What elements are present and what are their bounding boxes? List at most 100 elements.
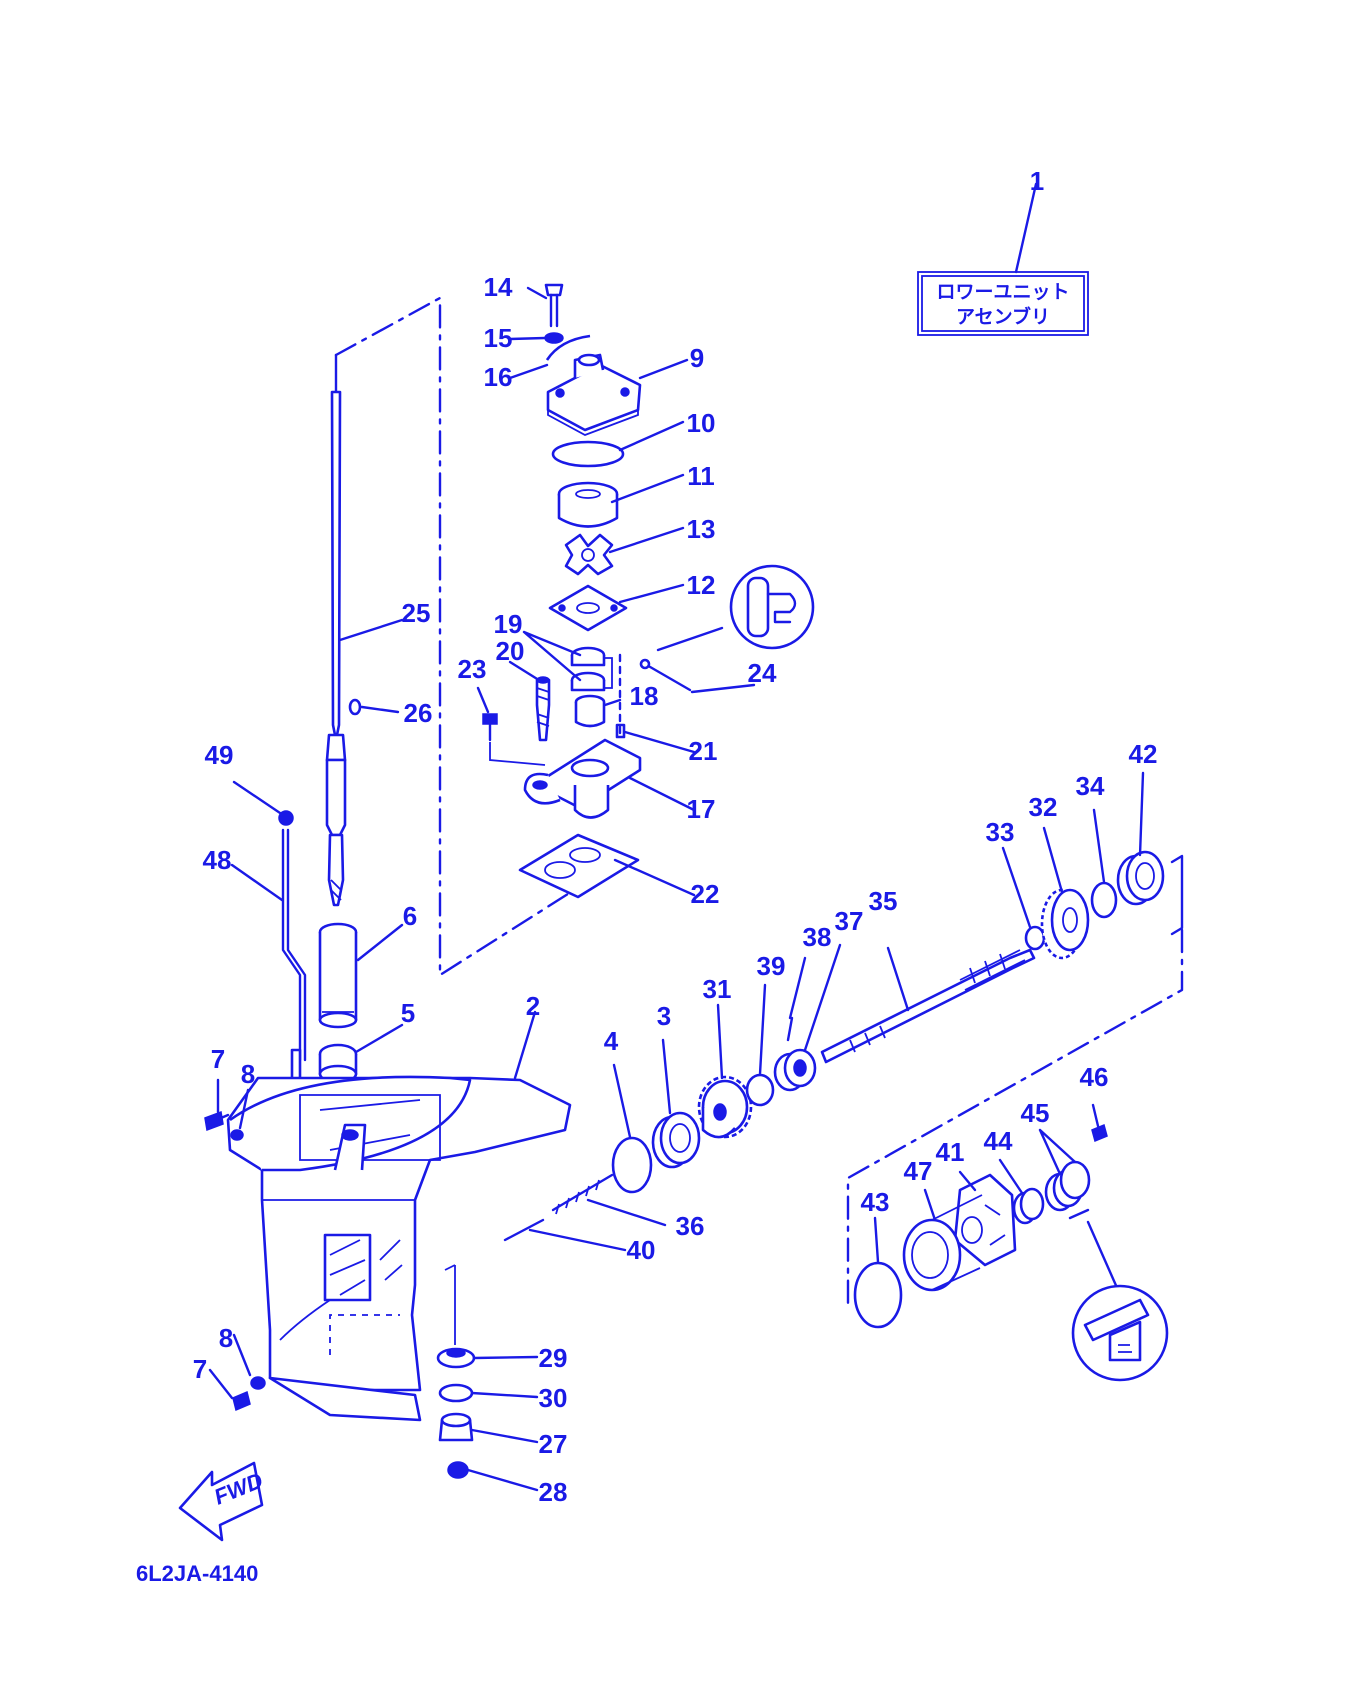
outer-plate-12[interactable]	[548, 584, 628, 632]
leader-lines	[208, 286, 1145, 1492]
callout-45: 45	[1021, 1098, 1050, 1128]
bushing-18[interactable]	[574, 694, 606, 728]
callout-30: 30	[539, 1383, 568, 1413]
bolt-7-upper[interactable]	[204, 1110, 230, 1132]
shim-34[interactable]	[1090, 881, 1118, 919]
shift-rod-guide-20[interactable]	[535, 676, 551, 742]
callout-42: 42	[1129, 739, 1158, 769]
callout-7-upper: 7	[211, 1044, 225, 1074]
callout-6: 6	[403, 901, 417, 931]
sleeve-6[interactable]	[318, 922, 358, 1029]
oil-seals-45[interactable]	[1044, 1160, 1091, 1220]
drive-shaft[interactable]	[325, 353, 347, 907]
callout-3: 3	[657, 1001, 671, 1031]
lower-casing-2[interactable]	[226, 1075, 572, 1422]
washer-8-upper[interactable]	[230, 1129, 244, 1141]
washer-30[interactable]	[438, 1383, 474, 1403]
washer-8-lower[interactable]	[250, 1376, 266, 1390]
callout-35: 35	[869, 886, 898, 916]
callout-41: 41	[936, 1137, 965, 1167]
insert-cartridge-11[interactable]	[557, 481, 619, 528]
callout-21: 21	[689, 736, 718, 766]
propeller-shaft-35[interactable]	[820, 948, 1036, 1064]
callout-32: 32	[1029, 792, 1058, 822]
upper-dash-frame	[334, 296, 592, 977]
o-ring-10[interactable]	[551, 440, 625, 468]
callout-33: 33	[986, 817, 1015, 847]
callout-18: 18	[630, 681, 659, 711]
assembly-box-line1: ロワーユニット	[936, 281, 1069, 303]
bolt-46[interactable]	[1091, 1123, 1108, 1143]
ring-39[interactable]	[745, 1073, 775, 1107]
tube-16[interactable]	[545, 334, 591, 361]
callout-39: 39	[757, 951, 786, 981]
seal-4[interactable]	[611, 1136, 653, 1194]
grommet-29[interactable]	[436, 1347, 476, 1369]
pin-38[interactable]	[786, 1016, 794, 1042]
o-ring-43[interactable]	[853, 1261, 903, 1329]
callout-44: 44	[984, 1126, 1013, 1156]
dog-clutch-37[interactable]	[773, 1048, 817, 1092]
callout-14: 14	[484, 272, 513, 302]
assembly-box-line2: アセンブリ	[956, 305, 1050, 328]
assembly-box[interactable]: ロワーユニット アセンブリ	[917, 182, 1089, 336]
nut-28[interactable]	[447, 1461, 469, 1479]
callout-29: 29	[539, 1343, 568, 1373]
callout-46: 46	[1080, 1062, 1109, 1092]
callout-31: 31	[703, 974, 732, 1004]
callout-28: 28	[539, 1477, 568, 1507]
callout-40: 40	[627, 1235, 656, 1265]
pinion-gear-31[interactable]	[697, 1075, 753, 1139]
callout-25: 25	[402, 598, 431, 628]
pin-40[interactable]	[503, 1218, 545, 1242]
callout-11: 11	[687, 461, 715, 491]
callout-4: 4	[604, 1026, 619, 1056]
bolt-14[interactable]	[544, 283, 564, 328]
plunger-36[interactable]	[551, 1173, 614, 1215]
pin-26[interactable]	[348, 698, 400, 716]
pump-case-17[interactable]	[489, 738, 642, 819]
callout-43: 43	[861, 1187, 890, 1217]
callout-34: 34	[1076, 771, 1105, 801]
bearing-42[interactable]	[1116, 850, 1165, 906]
pump-housing-9[interactable]	[546, 353, 642, 436]
fwd-arrow-icon: FWD	[178, 1461, 266, 1542]
callout-26: 26	[404, 698, 433, 728]
callout-7-lower: 7	[193, 1354, 207, 1384]
callout-22: 22	[691, 879, 720, 909]
callout-19: 19	[494, 609, 523, 639]
forward-gear-32[interactable]	[1040, 888, 1090, 960]
callout-8-lower: 8	[219, 1323, 233, 1353]
callout-16: 16	[484, 362, 513, 392]
callout-47: 47	[904, 1156, 933, 1186]
callout-27: 27	[539, 1429, 568, 1459]
shift-rod[interactable]	[278, 810, 307, 1092]
callout-48: 48	[203, 845, 232, 875]
bolt-7-lower[interactable]	[232, 1390, 251, 1412]
bolt-23[interactable]	[482, 713, 498, 742]
callout-5: 5	[401, 998, 415, 1028]
callout-24: 24	[748, 658, 777, 688]
callout-8-upper: 8	[241, 1059, 255, 1089]
callout-10: 10	[687, 408, 716, 438]
gasket-22[interactable]	[518, 833, 640, 899]
callout-1: 1	[1030, 166, 1044, 196]
callout-labels: 1 2 3 4 5 6 7 8 7 8 9 10 11 12 13 14 15 …	[193, 166, 1158, 1507]
oil-seals-19[interactable]	[570, 646, 613, 692]
callout-49: 49	[205, 740, 234, 770]
nut-27[interactable]	[438, 1412, 474, 1442]
bearing-3[interactable]	[651, 1111, 701, 1169]
callout-12: 12	[687, 570, 716, 600]
callout-13: 13	[687, 514, 716, 544]
bearing-5[interactable]	[318, 1043, 358, 1084]
callout-20: 20	[496, 636, 525, 666]
callout-17: 17	[687, 794, 716, 824]
detail-bubble-seal-lower	[1071, 1220, 1169, 1382]
pin-24[interactable]	[639, 658, 692, 692]
washer-15[interactable]	[544, 332, 564, 344]
callout-23: 23	[458, 654, 487, 684]
impeller-13[interactable]	[564, 533, 614, 576]
bearing-44[interactable]	[1012, 1187, 1045, 1225]
shaft-housing-41[interactable]	[902, 1173, 1017, 1292]
